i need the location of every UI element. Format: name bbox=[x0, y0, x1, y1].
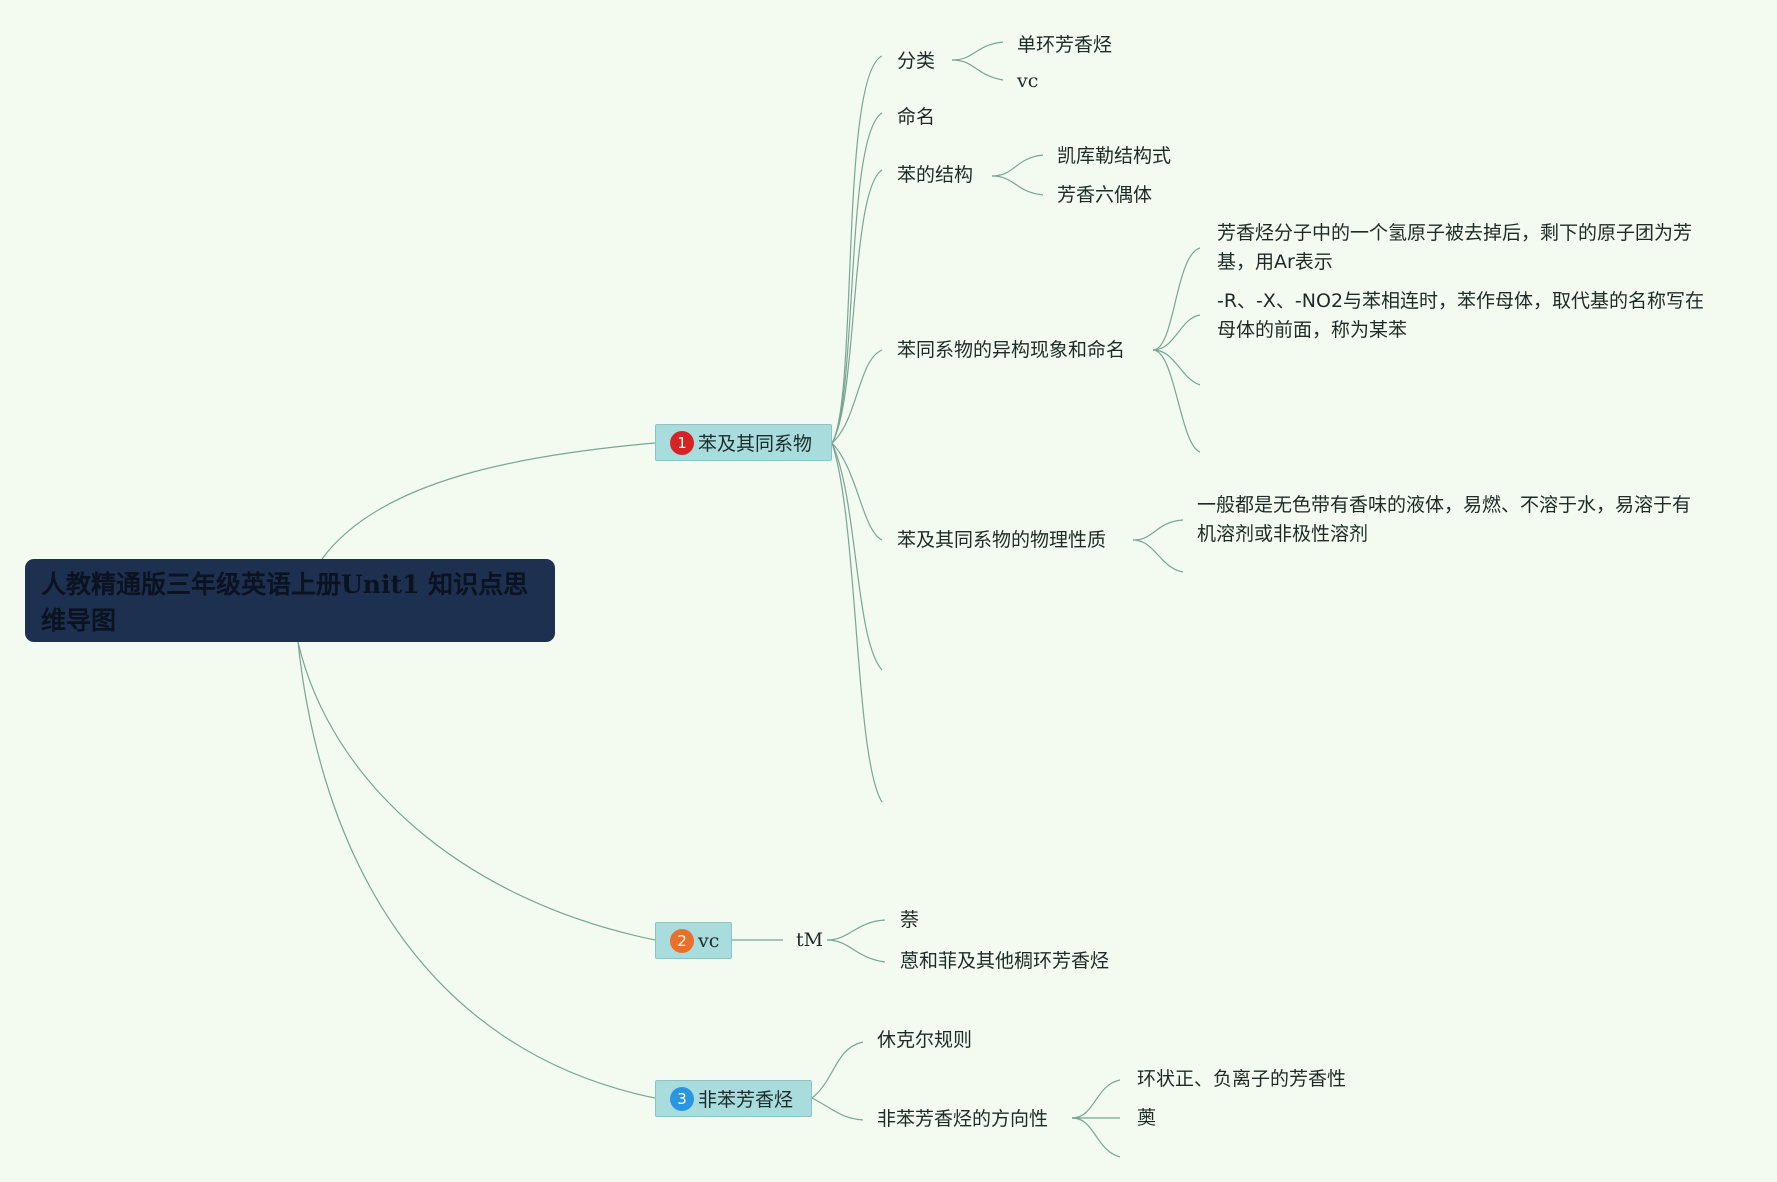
connector-b3-xiuke bbox=[811, 1041, 864, 1099]
topic-xiukeer[interactable]: 休克尔规则 bbox=[877, 1029, 973, 1051]
connector-jiegou-1 bbox=[991, 154, 1044, 177]
connector-tm-1 bbox=[826, 919, 886, 941]
connector-b1-empty-2 bbox=[831, 442, 883, 803]
topic-en-fei[interactable]: 蒽和菲及其他稠环芳香烃 bbox=[900, 950, 1110, 972]
topic-nai[interactable]: 萘 bbox=[900, 909, 920, 931]
topic-danhuan[interactable]: 单环芳香烃 bbox=[1017, 34, 1113, 56]
topic-ao[interactable]: 薁 bbox=[1137, 1107, 1157, 1129]
root-title: 人教精通版三年级英语上册Unit1 知识点思维导图 bbox=[41, 570, 529, 635]
connector-b1-empty-1 bbox=[831, 442, 883, 671]
topic-fenlei[interactable]: 分类 bbox=[897, 50, 936, 72]
connector-b1-wuli bbox=[831, 442, 883, 541]
connector-yigou-1 bbox=[1152, 247, 1201, 351]
connector-fangxiang-1 bbox=[1071, 1079, 1121, 1119]
connector-yigou-4 bbox=[1152, 349, 1201, 453]
topic-huanzhuang[interactable]: 环状正、负离子的芳香性 bbox=[1137, 1068, 1347, 1090]
branch-1-label: 苯及其同系物 bbox=[698, 433, 813, 455]
root-topic[interactable]: 人教精通版三年级英语上册Unit1 知识点思维导图 bbox=[25, 559, 555, 642]
connector-fenlei-2 bbox=[951, 59, 1004, 81]
priority-1-badge-icon: 1 bbox=[670, 430, 694, 455]
topic-yigou-mingming[interactable]: 苯同系物的异构现象和命名 bbox=[897, 339, 1126, 361]
connector-fangxiang-3 bbox=[1071, 1117, 1121, 1158]
topic-fangji[interactable]: 芳香烃分子中的一个氢原子被去掉后，剩下的原子团为芳基，用Ar表示 bbox=[1217, 222, 1693, 273]
priority-3-badge-icon: 3 bbox=[670, 1086, 694, 1111]
connector-b1-jiegou bbox=[831, 169, 883, 444]
connector-yigou-3 bbox=[1152, 349, 1201, 386]
topic-kaiku[interactable]: 凯库勒结构式 bbox=[1057, 145, 1172, 167]
connector-wuli-1 bbox=[1132, 519, 1184, 541]
connector-jiegou-2 bbox=[991, 175, 1044, 196]
connector-tm-2 bbox=[826, 939, 886, 963]
connector-b3-fangxiang bbox=[811, 1097, 864, 1121]
branch-1-topic[interactable]: 1 苯及其同系物 bbox=[655, 424, 832, 461]
topic-yeti[interactable]: 一般都是无色带有香味的液体，易燃、不溶于水，易溶于有机溶剂或非极性溶剂 bbox=[1197, 494, 1692, 545]
connector-b1-fenlei bbox=[831, 55, 883, 444]
topic-vc[interactable]: vc bbox=[1017, 70, 1039, 92]
priority-2-badge-icon: 2 bbox=[670, 928, 694, 953]
branch-2-topic[interactable]: 2 vc bbox=[655, 922, 732, 959]
connector-fenlei-1 bbox=[951, 41, 1004, 61]
branch-2-label: vc bbox=[698, 929, 720, 952]
topic-ben-jiegou[interactable]: 苯的结构 bbox=[897, 164, 974, 186]
branch-3-topic[interactable]: 3 非苯芳香烃 bbox=[655, 1080, 812, 1117]
connector-yigou-2 bbox=[1152, 314, 1201, 351]
connector-root-branch-1 bbox=[321, 442, 656, 560]
topic-fangxiang-liuou[interactable]: 芳香六偶体 bbox=[1057, 184, 1153, 206]
connector-b1-yigou bbox=[831, 349, 883, 444]
connector-wuli-2 bbox=[1132, 539, 1184, 573]
connector-root-branch-3 bbox=[297, 641, 656, 1099]
branch-3-label: 非苯芳香烃 bbox=[698, 1089, 794, 1111]
topic-feiben-fangxiangxing[interactable]: 非苯芳香烃的方向性 bbox=[877, 1108, 1049, 1130]
connector-root-branch-2 bbox=[297, 641, 656, 941]
topic-wuli-xingzhi[interactable]: 苯及其同系物的物理性质 bbox=[897, 529, 1107, 551]
topic-qudaiji[interactable]: -R、-X、-NO2与苯相连时，苯作母体，取代基的名称写在母体的前面，称为某苯 bbox=[1217, 290, 1705, 341]
topic-tm[interactable]: tM bbox=[796, 929, 824, 951]
topic-mingming[interactable]: 命名 bbox=[897, 106, 936, 128]
connector-b1-mingming bbox=[831, 112, 883, 444]
